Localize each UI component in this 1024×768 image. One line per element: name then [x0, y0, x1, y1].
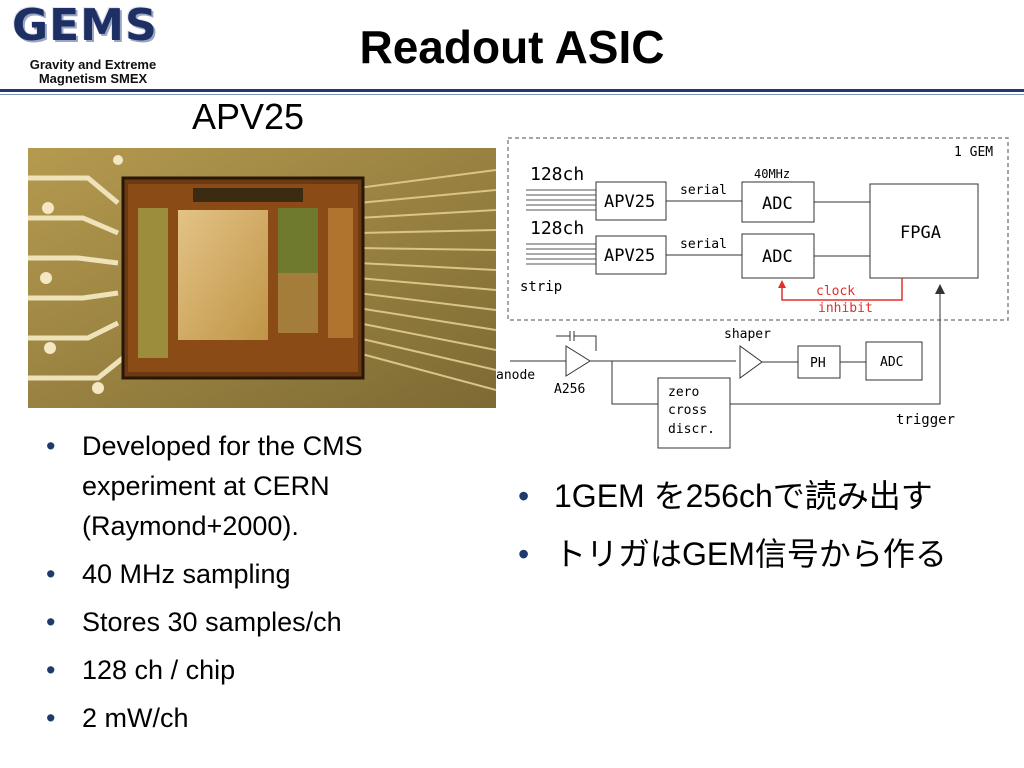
left-bullet-1: • Developed for the CMS experiment at CER…	[46, 426, 426, 546]
shaper-triangle	[739, 345, 763, 379]
cross-label: cross	[668, 403, 707, 418]
ch-label-1: 128ch	[530, 164, 584, 185]
logo-wordmark: GEMS	[12, 0, 158, 51]
left-bullet-4-text: 128 ch / chip	[82, 655, 236, 685]
preamp-triangle	[565, 345, 591, 377]
left-bullet-5: • 2 mW/ch	[46, 698, 426, 738]
zero-label: zero	[668, 385, 699, 400]
anode-label: anode	[496, 368, 535, 383]
bullet-icon: •	[46, 559, 56, 589]
ph-label: PH	[810, 356, 826, 371]
header-rule	[0, 89, 1024, 92]
preamp-label: A256	[554, 382, 585, 397]
right-bullet-2: • トリガはGEM信号から作る	[518, 532, 1008, 576]
apv-block-2	[595, 235, 667, 275]
gem-label: 1 GEM	[954, 145, 993, 160]
left-bullet-list: • Developed for the CMS experiment at CER…	[46, 426, 426, 746]
discr-label: discr.	[668, 422, 715, 437]
gems-logo: GEMS Gravity and Extreme Magnetism SMEX	[8, 0, 178, 86]
chip-image-label: APV25	[192, 96, 305, 137]
adc-block-3	[865, 341, 923, 381]
left-bullet-5-text: 2 mW/ch	[82, 703, 189, 733]
fpga-block	[869, 183, 979, 279]
bullet-icon: •	[46, 703, 56, 733]
bullet-icon: •	[518, 536, 530, 572]
adc-block-1-label: ADC	[762, 194, 793, 214]
clock-inhibit-line	[781, 278, 903, 301]
left-bullet-2-text: 40 MHz sampling	[82, 559, 291, 589]
adc-block-3-label: ADC	[880, 355, 903, 370]
left-bullet-1-text: Developed for the CMS experiment at CERN…	[82, 431, 363, 541]
left-bullet-3: • Stores 30 samples/ch	[46, 602, 426, 642]
inhibit-label: inhibit	[818, 301, 873, 316]
clock-label: clock	[816, 284, 855, 299]
trigger-label: trigger	[896, 412, 955, 428]
readout-block-diagram: 1 GEM 128ch 128ch strip APV25 APV25 seri…	[496, 137, 1009, 449]
left-bullet-4: • 128 ch / chip	[46, 650, 426, 690]
left-bullet-2: • 40 MHz sampling	[46, 554, 426, 594]
ch-label-2: 128ch	[530, 218, 584, 239]
header-rule-thin	[0, 94, 1024, 95]
strip-label: strip	[520, 279, 562, 295]
serial-label-1: serial	[680, 183, 727, 198]
serial-label-2: serial	[680, 237, 727, 252]
apv25-chip-photo	[28, 148, 496, 408]
adc-block-2-label: ADC	[762, 247, 793, 267]
gem-boundary	[507, 137, 1009, 321]
left-bullet-3-text: Stores 30 samples/ch	[82, 607, 342, 637]
bullet-icon: •	[46, 431, 56, 461]
shaper-label: shaper	[724, 327, 771, 342]
right-bullet-1: • 1GEM を256chで読み出す	[518, 474, 1008, 518]
logo-line-1: Gravity and Extreme	[29, 57, 157, 72]
apv-block-1-label: APV25	[604, 192, 655, 212]
right-bullet-list: • 1GEM を256chで読み出す • トリガはGEM信号から作る	[518, 474, 1008, 590]
adc-block-2	[741, 233, 815, 279]
right-bullet-1-text: 1GEM を256chで読み出す	[554, 478, 933, 514]
bullet-icon: •	[46, 655, 56, 685]
right-bullet-2-text: トリガはGEM信号から作る	[554, 536, 947, 572]
apv-block-2-label: APV25	[604, 246, 655, 266]
bullet-icon: •	[518, 478, 530, 514]
logo-line-2: Magnetism SMEX	[38, 71, 148, 86]
bullet-icon: •	[46, 607, 56, 637]
fpga-label: FPGA	[900, 223, 941, 243]
adc-block-1	[741, 181, 815, 223]
zero-cross-block	[657, 377, 731, 449]
slide-title: Readout ASIC	[359, 21, 665, 73]
clock-rate-label: 40MHz	[754, 167, 790, 181]
ph-block	[797, 345, 841, 379]
